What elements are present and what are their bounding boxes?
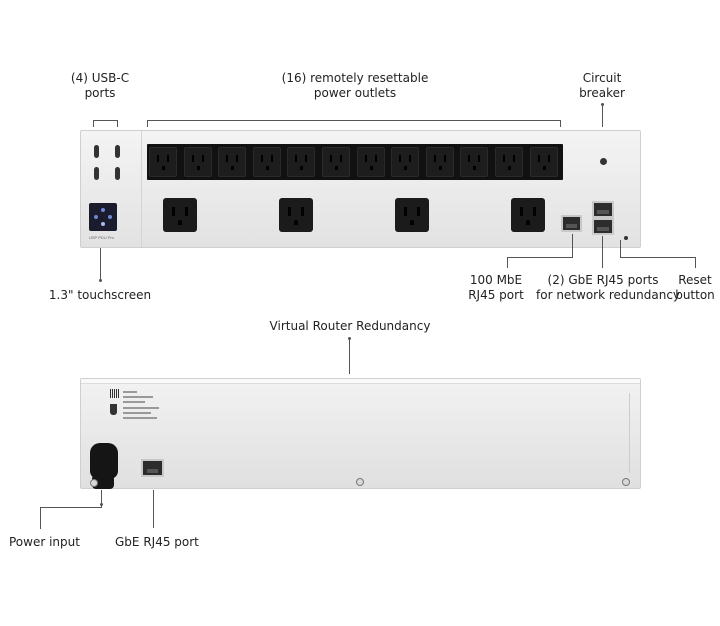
usb-c-port-icon <box>94 145 99 158</box>
front-left-zone <box>81 131 142 247</box>
reset-leader-down <box>695 257 696 268</box>
power-outlet <box>511 198 545 232</box>
outlets-bracket <box>147 120 561 121</box>
qr-code <box>110 389 119 398</box>
power-cord-tail <box>92 475 114 489</box>
back-panel-seam <box>629 393 630 473</box>
power-outlet <box>252 147 281 177</box>
vrr-leader <box>349 338 350 374</box>
power-leader-up <box>101 490 102 508</box>
usb-c-bracket-left <box>93 120 94 127</box>
ubiquiti-logo-icon <box>110 404 117 415</box>
reset-leader-h <box>620 257 696 258</box>
outlet-strip <box>147 144 563 180</box>
breaker-leader <box>602 104 603 127</box>
mbe-leader-down <box>507 257 508 268</box>
usb-c-bracket <box>93 120 118 121</box>
reset-leader-v <box>620 240 621 258</box>
power-outlet <box>460 147 489 177</box>
power-leader-h <box>40 507 102 508</box>
power-outlet <box>218 147 247 177</box>
mbe-leader-v <box>572 234 573 258</box>
touchscreen-leader <box>100 248 101 280</box>
power-outlet <box>279 198 313 232</box>
screw-icon <box>90 479 98 487</box>
touchscreen[interactable] <box>89 203 117 231</box>
power-outlet <box>149 147 177 177</box>
power-outlet <box>529 147 558 177</box>
reset-button[interactable] <box>624 236 628 240</box>
screw-icon <box>356 478 364 486</box>
circuit-breaker[interactable] <box>600 158 607 165</box>
breaker-leader-dot <box>601 103 604 106</box>
power-outlet <box>183 147 212 177</box>
gbe-leader <box>602 236 603 268</box>
power-outlet <box>322 147 350 177</box>
power-outlet <box>425 147 454 177</box>
power-outlet <box>391 147 420 177</box>
power-outlet <box>163 198 197 232</box>
brand-label: USP PDU Pro <box>89 235 115 240</box>
front-panel: USP PDU Pro <box>80 130 641 248</box>
back-gbe-rj45-port[interactable] <box>141 459 164 477</box>
outlets-bracket-left <box>147 120 148 127</box>
back-gbe-port-label: GbE RJ45 port <box>115 535 199 549</box>
touchscreen-label: 1.3" touchscreen <box>48 288 152 302</box>
vrr-label: Virtual Router Redundancy <box>269 319 431 333</box>
mbe-rj45-port[interactable] <box>561 215 582 232</box>
gbe-rj45-port-2[interactable] <box>592 218 614 235</box>
touchscreen-leader-dot <box>99 279 102 282</box>
gbe-rj45-port-1[interactable] <box>592 201 614 218</box>
screw-icon <box>622 478 630 486</box>
power-input[interactable] <box>90 443 118 479</box>
back-gbe-leader <box>153 490 154 528</box>
back-panel-top-edge <box>81 379 640 384</box>
power-outlet <box>495 147 523 177</box>
usb-c-port-icon <box>115 167 120 180</box>
power-outlet <box>287 147 316 177</box>
power-outlet <box>356 147 385 177</box>
usb-c-bracket-right <box>117 120 118 127</box>
back-panel <box>80 378 641 489</box>
mbe-leader-h <box>507 257 573 258</box>
usb-c-port-icon <box>94 167 99 180</box>
power-outlet <box>395 198 429 232</box>
usb-c-port-icon <box>115 145 120 158</box>
power-leader-down <box>40 507 41 529</box>
outlets-bracket-right <box>560 120 561 127</box>
power-input-label: Power input <box>9 535 80 549</box>
